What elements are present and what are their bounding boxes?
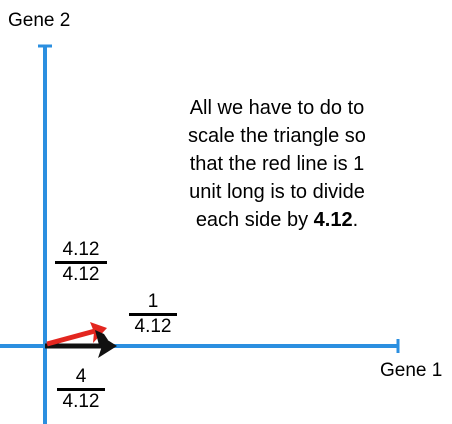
vertical-side-fraction: 4.12 4.12: [55, 240, 107, 285]
fraction-numerator: 4: [75, 366, 87, 387]
explanation-line-5: each side by 4.12.: [152, 206, 402, 234]
fraction-denominator: 4.12: [134, 316, 172, 337]
vertical-side-arrowhead: [95, 330, 108, 345]
y-axis-label: Gene 2: [8, 10, 71, 31]
explanation-line-4: unit long is to divide: [189, 181, 365, 203]
explanation-prefix: each side by: [195, 209, 314, 231]
fraction-numerator: 4.12: [62, 239, 100, 260]
explanation-bold-value: 4.12: [313, 209, 353, 231]
explanation-suffix: .: [352, 209, 359, 231]
explanation-line-1: All we have to do to: [189, 97, 365, 119]
x-axis-label: Gene 1: [380, 360, 443, 381]
fraction-bar: [57, 388, 105, 391]
fraction-bar: [129, 313, 177, 316]
horizontal-side-fraction: 4 4.12: [57, 367, 105, 412]
fraction-denominator: 4.12: [62, 264, 100, 285]
explanation-line-2: scale the triangle so: [188, 125, 366, 147]
fraction-bar: [55, 261, 107, 264]
fraction-numerator: 1: [147, 291, 159, 312]
fraction-denominator: 4.12: [62, 391, 100, 412]
red-hypotenuse-line: [46, 328, 96, 347]
explanation-text: All we have to do to scale the triangle …: [152, 94, 402, 234]
explanation-line-3: that the red line is 1: [189, 153, 365, 175]
hypotenuse-fraction: 1 4.12: [129, 292, 177, 337]
